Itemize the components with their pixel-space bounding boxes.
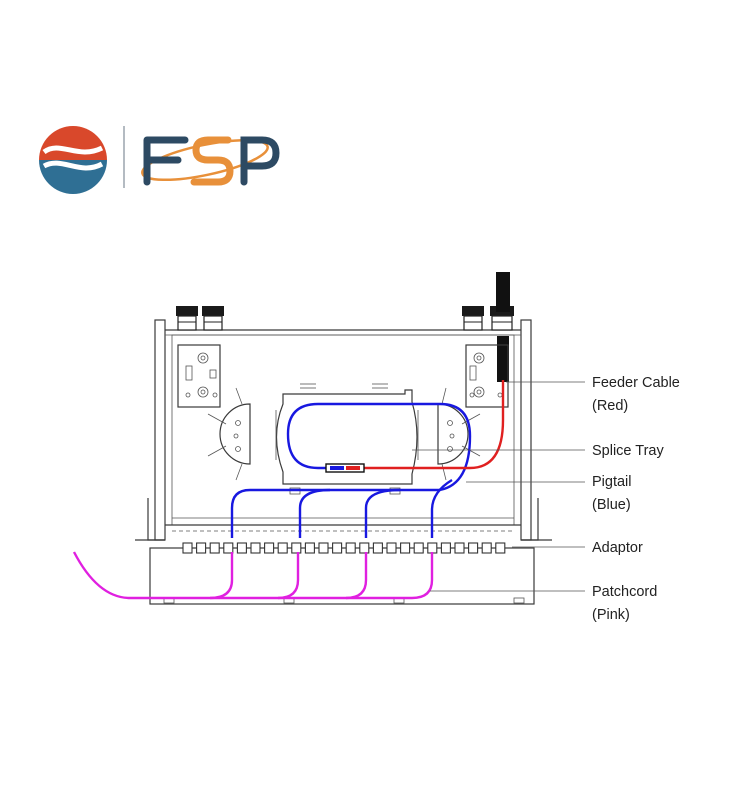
adaptor-port: [318, 542, 329, 554]
adaptor-port: [304, 542, 315, 554]
adaptor-row: [182, 542, 506, 554]
adaptor-port: [196, 542, 207, 554]
callout-patchcord: Patchcord (Pink): [430, 584, 657, 623]
adaptor-port: [400, 542, 411, 554]
logo-emblem: [39, 126, 107, 194]
adaptor-port: [277, 542, 288, 554]
callout-pigtail-line2: (Blue): [592, 497, 631, 513]
adaptor-port: [386, 542, 397, 554]
callout-pigtail: Pigtail (Blue): [466, 474, 632, 513]
callout-splice-label: Splice Tray: [592, 443, 664, 459]
adaptor-port: [332, 542, 343, 554]
right-bracket: [465, 344, 509, 408]
gland-right-1: [462, 306, 484, 331]
feeder-cable-entry: [496, 272, 510, 382]
feeder-fiber: [362, 380, 505, 470]
right-spool: [437, 387, 481, 481]
patchcords: [72, 551, 434, 600]
adaptor-port: [223, 542, 234, 554]
enclosure-body: [135, 319, 552, 605]
logo-wordmark: [141, 136, 280, 186]
callout-feeder-line1: Feeder Cable: [592, 375, 680, 391]
adaptor-port: [372, 542, 383, 554]
gland-left-1: [176, 306, 198, 331]
adaptor-port: [427, 542, 438, 554]
callout-feeder-line2: (Red): [592, 398, 628, 414]
adaptor-port: [495, 542, 506, 554]
adaptor-port: [481, 542, 492, 554]
left-bracket: [177, 344, 221, 408]
splice-sleeve: [325, 463, 365, 473]
splice-tray: [275, 383, 419, 495]
callout-pigtail-line1: Pigtail: [592, 474, 632, 490]
adaptor-port: [264, 542, 275, 554]
adaptor-port: [359, 542, 370, 554]
right-mounting-tab: [521, 498, 539, 541]
callout-adaptor: Adaptor: [512, 540, 643, 556]
callout-feeder-cable: Feeder Cable (Red): [506, 375, 680, 414]
adaptor-port: [440, 542, 451, 554]
adaptor-port: [236, 542, 247, 554]
adaptor-port: [250, 542, 261, 554]
left-spool: [207, 387, 251, 481]
callout-splice-tray: Splice Tray: [412, 443, 664, 459]
callout-patchcord-line1: Patchcord: [592, 584, 657, 600]
adaptor-port: [209, 542, 220, 554]
adaptor-port: [413, 542, 424, 554]
gland-left-2: [202, 306, 224, 331]
left-mounting-tab: [147, 498, 165, 541]
cable-glands: [176, 306, 514, 331]
adaptor-port: [345, 542, 356, 554]
front-panel: [149, 547, 535, 605]
left-side-rail: [154, 319, 166, 541]
right-side-rail: [520, 319, 532, 541]
fsp-logo: [39, 126, 280, 194]
adaptor-port: [468, 542, 479, 554]
callout-adaptor-label: Adaptor: [592, 540, 643, 556]
pigtail-loop: [230, 402, 472, 538]
callout-patchcord-line2: (Pink): [592, 607, 630, 623]
adaptor-port: [182, 542, 193, 554]
adaptor-port: [454, 542, 465, 554]
adaptor-port: [291, 542, 302, 554]
